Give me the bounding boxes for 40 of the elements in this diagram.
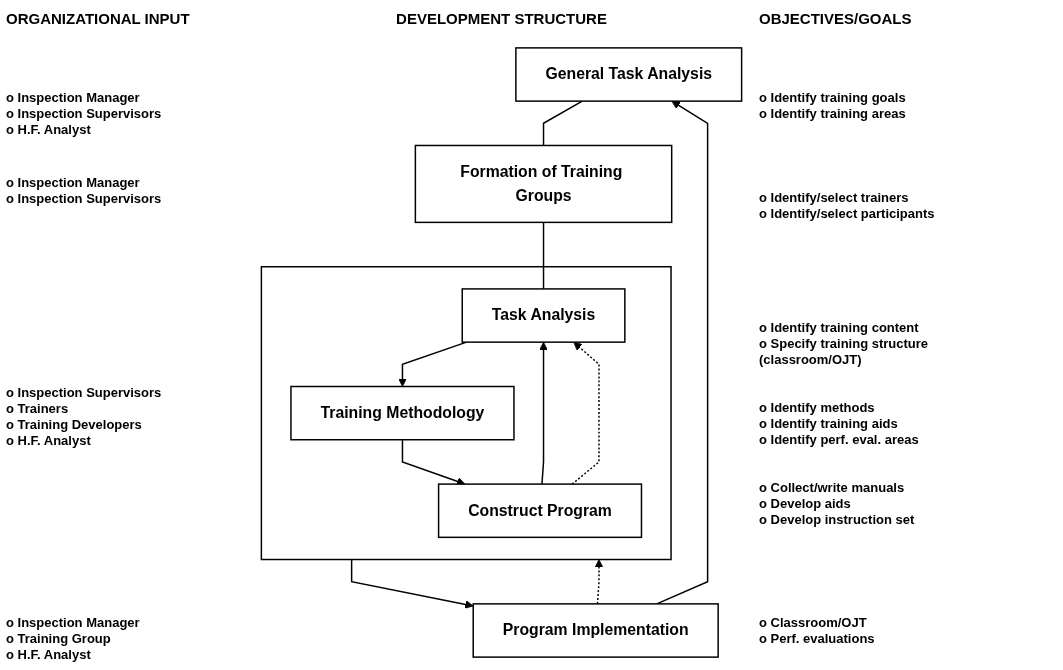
arrow (401, 439, 466, 486)
arrow (539, 341, 548, 485)
column-heading: DEVELOPMENT STRUCTURE (396, 10, 607, 27)
list-item: o Identify training goals (759, 90, 906, 106)
list-item: o Identify/select trainers (759, 190, 909, 206)
list-item: o Identify perf. eval. areas (759, 432, 919, 448)
arrow (656, 100, 709, 605)
list-item: o H.F. Analyst (6, 122, 91, 138)
list-item: o H.F. Analyst (6, 647, 91, 663)
arrow (350, 558, 474, 609)
list-item: o Inspection Supervisors (6, 191, 162, 207)
process-box: Formation of Training Groups (414, 144, 673, 224)
list-item: o Training Developers (6, 417, 142, 433)
list-item: o Training Group (6, 631, 111, 647)
list-item: o H.F. Analyst (6, 433, 91, 449)
list-item: o Inspection Manager (6, 90, 140, 106)
column-heading: ORGANIZATIONAL INPUT (6, 10, 190, 27)
list-item: o Identify training aids (759, 416, 898, 432)
list-item: o Collect/write manuals (759, 480, 905, 496)
arrow (594, 559, 604, 605)
list-item: o Inspection Manager (6, 615, 140, 631)
process-box: General Task Analysis (515, 47, 743, 102)
list-item: o Identify methods (759, 400, 875, 416)
list-item: o Specify training structure (classroom/OJT) (759, 336, 930, 368)
process-box: Task Analysis (461, 288, 626, 343)
list-item: o Inspection Supervisors (6, 106, 162, 122)
list-item: o Identify training areas (759, 106, 906, 122)
list-item: o Classroom/OJT (759, 615, 867, 631)
list-item: o Develop aids (759, 496, 851, 512)
list-item: o Trainers (6, 401, 69, 417)
process-box: Training Methodology (290, 385, 515, 441)
list-item: o Inspection Manager (6, 175, 140, 191)
list-item: o Identify/select participants (759, 206, 935, 222)
list-item: o Develop instruction set (759, 512, 915, 528)
column-heading: OBJECTIVES/GOALS (759, 10, 912, 27)
list-item: o Identify training content (759, 320, 919, 336)
process-box: Program Implementation (472, 603, 719, 658)
list-item: o Inspection Supervisors (6, 385, 162, 401)
list-item: o Perf. evaluations (759, 631, 875, 647)
process-box: Construct Program (437, 483, 643, 539)
